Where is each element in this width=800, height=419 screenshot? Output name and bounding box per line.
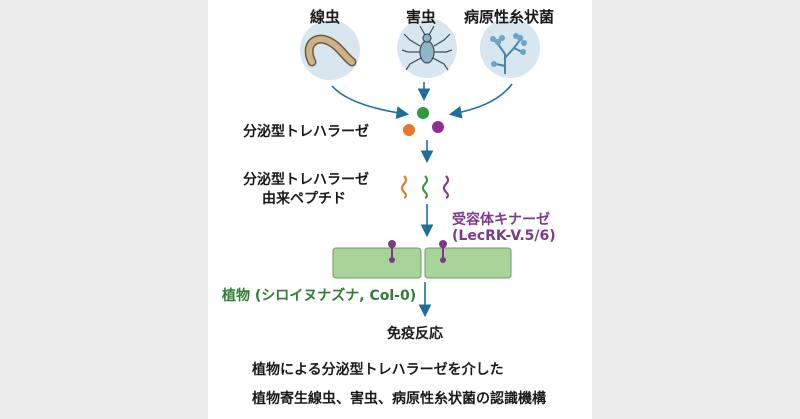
fungus-icon bbox=[480, 18, 540, 78]
peptide-squiggle-green bbox=[422, 175, 428, 199]
label-peptide-line1: 分泌型トレハラーゼ bbox=[243, 172, 369, 188]
label-immune-response: 免疫反応 bbox=[387, 326, 443, 342]
peptide-squiggle-purple bbox=[443, 175, 449, 199]
enzyme-dot-green bbox=[417, 107, 429, 119]
arrow-from-fungus bbox=[448, 83, 513, 119]
label-peptide-line2: 由来ペプチド bbox=[262, 191, 346, 207]
peptide-squiggle-orange bbox=[401, 175, 407, 199]
caption-line1: 植物による分泌型トレハラーゼを介した bbox=[252, 362, 504, 378]
plant-cell-left bbox=[332, 247, 422, 279]
label-receptor-kinase: 受容体キナーゼ bbox=[452, 212, 550, 228]
label-plant: 植物 (シロイヌナズナ, Col-0) bbox=[222, 288, 417, 304]
label-nematode: 線虫 bbox=[310, 8, 341, 26]
nematode-icon bbox=[300, 20, 360, 80]
receptor-right bbox=[439, 240, 447, 263]
label-insect: 害虫 bbox=[406, 8, 437, 26]
label-fungus: 病原性糸状菌 bbox=[464, 8, 555, 26]
label-receptor-id: (LecRK-V.5/6) bbox=[452, 228, 556, 244]
receptor-left bbox=[388, 240, 396, 263]
enzyme-dot-purple bbox=[432, 121, 444, 133]
insect-icon bbox=[397, 18, 457, 78]
enzyme-dot-orange bbox=[403, 124, 415, 136]
caption-line2: 植物寄生線虫、害虫、病原性糸状菌の認識機構 bbox=[252, 391, 546, 407]
plant-cell-right bbox=[424, 247, 512, 279]
label-secreted-trehalase: 分泌型トレハラーゼ bbox=[243, 124, 369, 140]
arrow-from-nematode bbox=[331, 85, 410, 119]
